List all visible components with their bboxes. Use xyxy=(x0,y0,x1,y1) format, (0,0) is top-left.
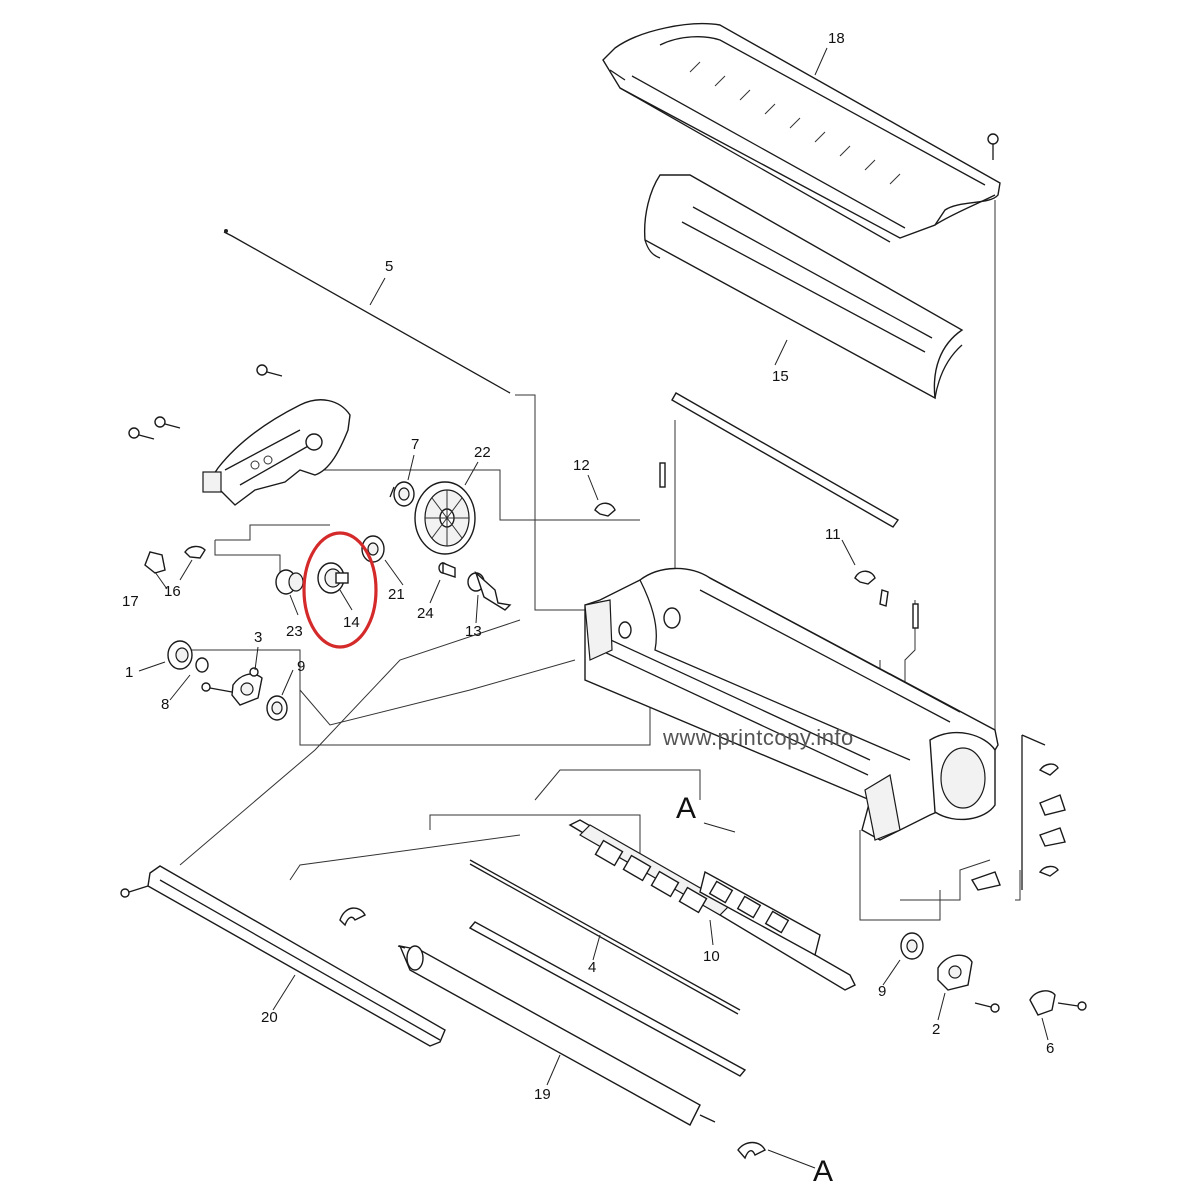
callout-15: 15 xyxy=(772,368,789,385)
callout-4: 4 xyxy=(588,959,596,976)
callout-8: 8 xyxy=(161,696,169,713)
callout-6: 6 xyxy=(1046,1040,1054,1057)
callout-22: 22 xyxy=(474,444,491,461)
callout-1: 1 xyxy=(125,664,133,681)
part-3-bracket xyxy=(201,667,263,706)
part-2-bracket xyxy=(937,954,1000,1013)
part-4-rod xyxy=(469,859,741,1015)
callout-21: 21 xyxy=(388,586,405,603)
callout-24: 24 xyxy=(417,605,434,622)
callout-20: 20 xyxy=(261,1009,278,1026)
callout-12: 12 xyxy=(573,457,590,474)
part-19-roller xyxy=(397,921,747,1126)
part-24 xyxy=(438,561,456,578)
callout-13: 13 xyxy=(465,623,482,640)
part-14-gear-bushing xyxy=(317,562,349,594)
callout-10: 10 xyxy=(703,948,720,965)
callout-19: 19 xyxy=(534,1086,551,1103)
part-1-bearing xyxy=(167,640,193,670)
part-13-shaft xyxy=(467,570,512,611)
part-22-gear xyxy=(414,481,476,555)
part-5-wire-rod xyxy=(223,229,511,394)
callout-14: 14 xyxy=(343,614,360,631)
part-15-guide-sheet xyxy=(643,174,964,400)
callout-5: 5 xyxy=(385,258,393,275)
main-frame xyxy=(584,567,999,841)
highlight-circle-part-14 xyxy=(302,531,378,649)
callout-9-left: 9 xyxy=(297,658,305,675)
roller-clips xyxy=(339,907,766,1160)
section-label-a-bottom: A xyxy=(813,1155,833,1188)
part-20-rail xyxy=(120,865,446,1047)
part-6-bracket xyxy=(1029,990,1087,1016)
part-7 xyxy=(389,481,415,507)
left-side-frame xyxy=(128,364,351,506)
callout-labels: 18 5 15 7 22 12 11 17 16 21 23 14 24 13 … xyxy=(122,30,1054,1188)
callout-2: 2 xyxy=(932,1021,940,1038)
part-16 xyxy=(184,545,206,559)
part-9-bearing-left xyxy=(266,695,288,721)
callout-18: 18 xyxy=(828,30,845,47)
flat-strip xyxy=(671,392,900,528)
watermark: www.printcopy.info xyxy=(662,725,854,750)
callout-9-right: 9 xyxy=(878,983,886,1000)
part-18-upper-cover xyxy=(602,23,1001,243)
small-pins xyxy=(659,462,919,629)
section-label-a-mid: A xyxy=(676,792,696,825)
part-23 xyxy=(275,569,304,595)
leader-lines xyxy=(138,47,1049,1169)
part-11 xyxy=(854,570,876,585)
part-8-washer xyxy=(195,657,209,673)
part-9-bearing-right xyxy=(900,932,924,960)
callout-7: 7 xyxy=(411,436,419,453)
part-12 xyxy=(594,502,616,517)
part-10-plate xyxy=(568,819,856,991)
part-17 xyxy=(144,551,166,574)
callout-23: 23 xyxy=(286,623,303,640)
right-clips xyxy=(970,734,1066,891)
callout-16: 16 xyxy=(164,583,181,600)
callout-11: 11 xyxy=(825,526,841,543)
callout-3: 3 xyxy=(254,629,262,646)
callout-17: 17 xyxy=(122,593,139,610)
screws-left xyxy=(128,364,283,440)
